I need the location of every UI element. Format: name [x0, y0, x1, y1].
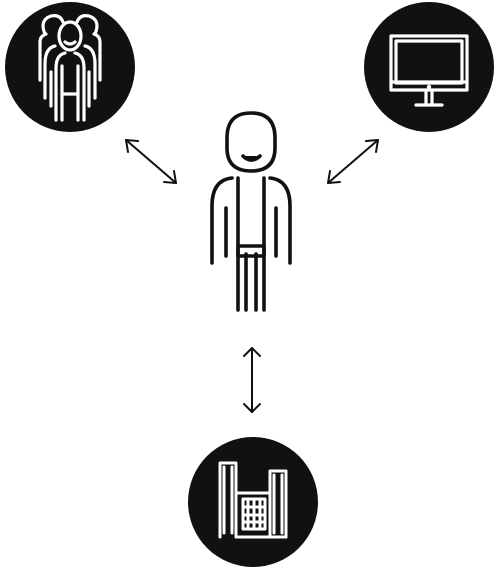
arrow-person-people — [125, 139, 177, 184]
arrow-person-building — [243, 347, 261, 413]
group-of-people-icon — [38, 14, 102, 122]
desktop-monitor-icon — [389, 34, 469, 107]
building-node — [188, 437, 318, 567]
person-icon — [210, 111, 292, 312]
office-building-icon — [218, 461, 288, 539]
people-group-node — [5, 2, 135, 132]
monitor-node — [364, 2, 494, 132]
arrow-person-monitor — [327, 139, 379, 184]
